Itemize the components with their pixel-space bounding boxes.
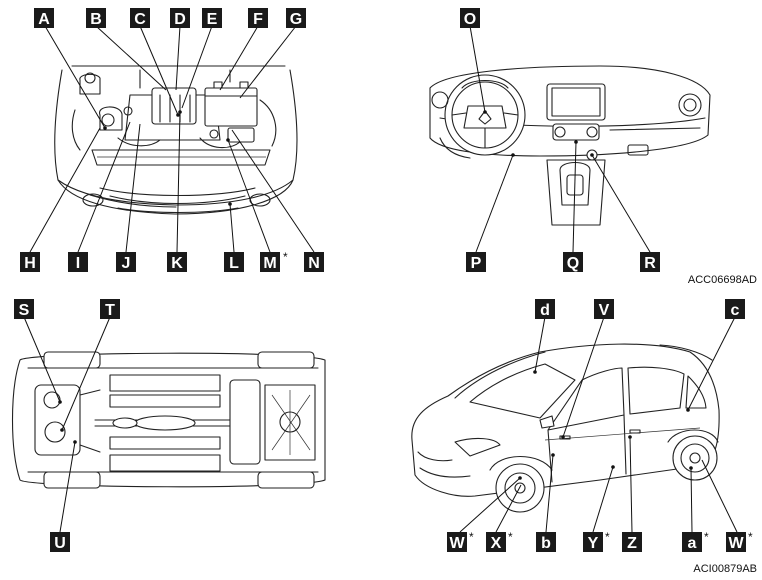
svg-text:J: J (122, 255, 131, 272)
engine-leader-lines (29, 25, 315, 253)
asterisk-Y: * (605, 530, 610, 544)
label-Z: Z (622, 532, 642, 552)
asterisk-X: * (508, 530, 513, 544)
label-d: d (535, 299, 555, 319)
engine-compartment-drawing (54, 65, 298, 215)
label-N: N (304, 252, 324, 272)
svg-text:G: G (290, 11, 302, 28)
dashboard-drawing (429, 65, 711, 226)
label-c: c (725, 299, 745, 319)
vehicle-exterior-drawing (411, 343, 720, 513)
label-T: T (100, 299, 120, 319)
svg-text:C: C (134, 11, 146, 28)
underbody-leader-lines (23, 316, 111, 533)
svg-text:V: V (599, 302, 610, 319)
svg-text:S: S (19, 302, 30, 319)
svg-text:c: c (731, 302, 740, 319)
asterisk-M: * (283, 250, 288, 264)
svg-text:F: F (253, 11, 263, 28)
asterisk-W-front: * (469, 530, 474, 544)
label-U: U (50, 532, 70, 552)
svg-text:I: I (76, 255, 80, 272)
svg-text:Z: Z (627, 535, 637, 552)
label-D: D (170, 8, 190, 28)
label-Y: Y* (583, 530, 610, 552)
svg-text:L: L (229, 255, 239, 272)
label-E: E (202, 8, 222, 28)
svg-text:W: W (728, 535, 744, 552)
svg-text:X: X (491, 535, 502, 552)
label-F: F (248, 8, 268, 28)
svg-text:Q: Q (567, 255, 579, 272)
svg-text:Y: Y (588, 535, 599, 552)
label-X: X* (486, 530, 513, 552)
svg-text:R: R (644, 255, 656, 272)
label-C: C (130, 8, 150, 28)
svg-text:O: O (464, 11, 476, 28)
svg-text:K: K (171, 255, 183, 272)
label-A: A (34, 8, 54, 28)
underbody-drawing (11, 351, 326, 489)
svg-text:a: a (688, 535, 697, 552)
label-Q: Q (563, 252, 583, 272)
figure-code-bottom: ACI00879AB (693, 563, 757, 575)
label-I: I (68, 252, 88, 272)
dashboard-leader-lines (469, 25, 651, 253)
label-O: O (460, 8, 480, 28)
svg-text:d: d (540, 302, 550, 319)
svg-text:b: b (541, 535, 551, 552)
label-R: R (640, 252, 660, 272)
svg-text:D: D (174, 11, 186, 28)
svg-text:E: E (207, 11, 218, 28)
svg-text:A: A (38, 11, 50, 28)
svg-text:H: H (24, 255, 36, 272)
label-H: H (20, 252, 40, 272)
label-W-front: W* (447, 530, 474, 552)
svg-text:T: T (105, 302, 115, 319)
svg-text:B: B (90, 11, 102, 28)
svg-text:U: U (54, 535, 66, 552)
label-M: M* (260, 250, 288, 272)
label-W-rear: W* (726, 530, 753, 552)
asterisk-W-rear: * (748, 530, 753, 544)
label-P: P (466, 252, 486, 272)
label-J: J (116, 252, 136, 272)
label-B: B (86, 8, 106, 28)
exterior-leader-lines (459, 316, 738, 533)
label-V: V (594, 299, 614, 319)
svg-text:W: W (449, 535, 465, 552)
asterisk-a: * (704, 530, 709, 544)
label-K: K (167, 252, 187, 272)
svg-text:N: N (308, 255, 320, 272)
svg-text:P: P (471, 255, 482, 272)
label-G: G (286, 8, 306, 28)
svg-text:M: M (263, 255, 276, 272)
label-L: L (224, 252, 244, 272)
label-b: b (536, 532, 556, 552)
label-S: S (14, 299, 34, 319)
label-a: a* (682, 530, 709, 552)
figure-code-top: ACC06698AD (688, 274, 757, 286)
